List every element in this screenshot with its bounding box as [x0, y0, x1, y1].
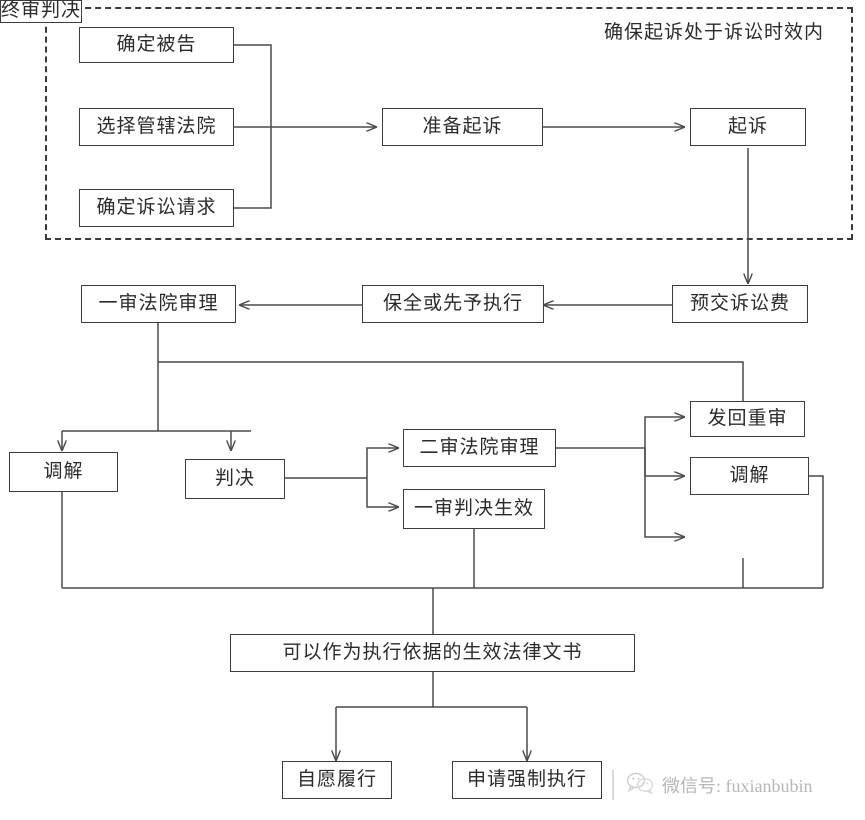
pre-filing-dashed-region — [45, 7, 853, 240]
node-judgment[interactable]: 判决 — [185, 459, 285, 499]
node-prepay-fee[interactable]: 预交诉讼费 — [672, 285, 808, 323]
node-mediation-second[interactable]: 调解 — [690, 457, 809, 495]
node-determine-defendant[interactable]: 确定被告 — [79, 27, 234, 63]
node-second-instance-trial[interactable]: 二审法院审理 — [403, 429, 556, 467]
node-determine-claims[interactable]: 确定诉讼请求 — [79, 189, 234, 227]
timeliness-note: 确保起诉处于诉讼时效内 — [604, 22, 825, 43]
node-mediation-first[interactable]: 调解 — [9, 452, 118, 492]
watermark-divider — [612, 770, 614, 800]
node-preservation[interactable]: 保全或先予执行 — [362, 285, 544, 323]
node-first-judgment-effective[interactable]: 一审判决生效 — [403, 489, 545, 529]
node-first-instance-trial[interactable]: 一审法院审理 — [81, 285, 236, 323]
node-voluntary-performance[interactable]: 自愿履行 — [282, 761, 392, 799]
watermark: 微信号: fuxianbubin — [612, 770, 813, 800]
node-apply-enforcement[interactable]: 申请强制执行 — [452, 761, 602, 799]
node-choose-court[interactable]: 选择管辖法院 — [79, 108, 234, 146]
watermark-label: 微信号: fuxianbubin — [662, 776, 813, 796]
node-prepare-lawsuit[interactable]: 准备起诉 — [382, 108, 543, 146]
node-file-lawsuit[interactable]: 起诉 — [690, 108, 806, 146]
wechat-icon — [626, 772, 654, 799]
node-final-judgment[interactable]: 终审判决 — [0, 0, 83, 23]
node-remand-for-retrial[interactable]: 发回重审 — [690, 401, 805, 437]
node-enforceable-document[interactable]: 可以作为执行依据的生效法律文书 — [230, 634, 635, 672]
